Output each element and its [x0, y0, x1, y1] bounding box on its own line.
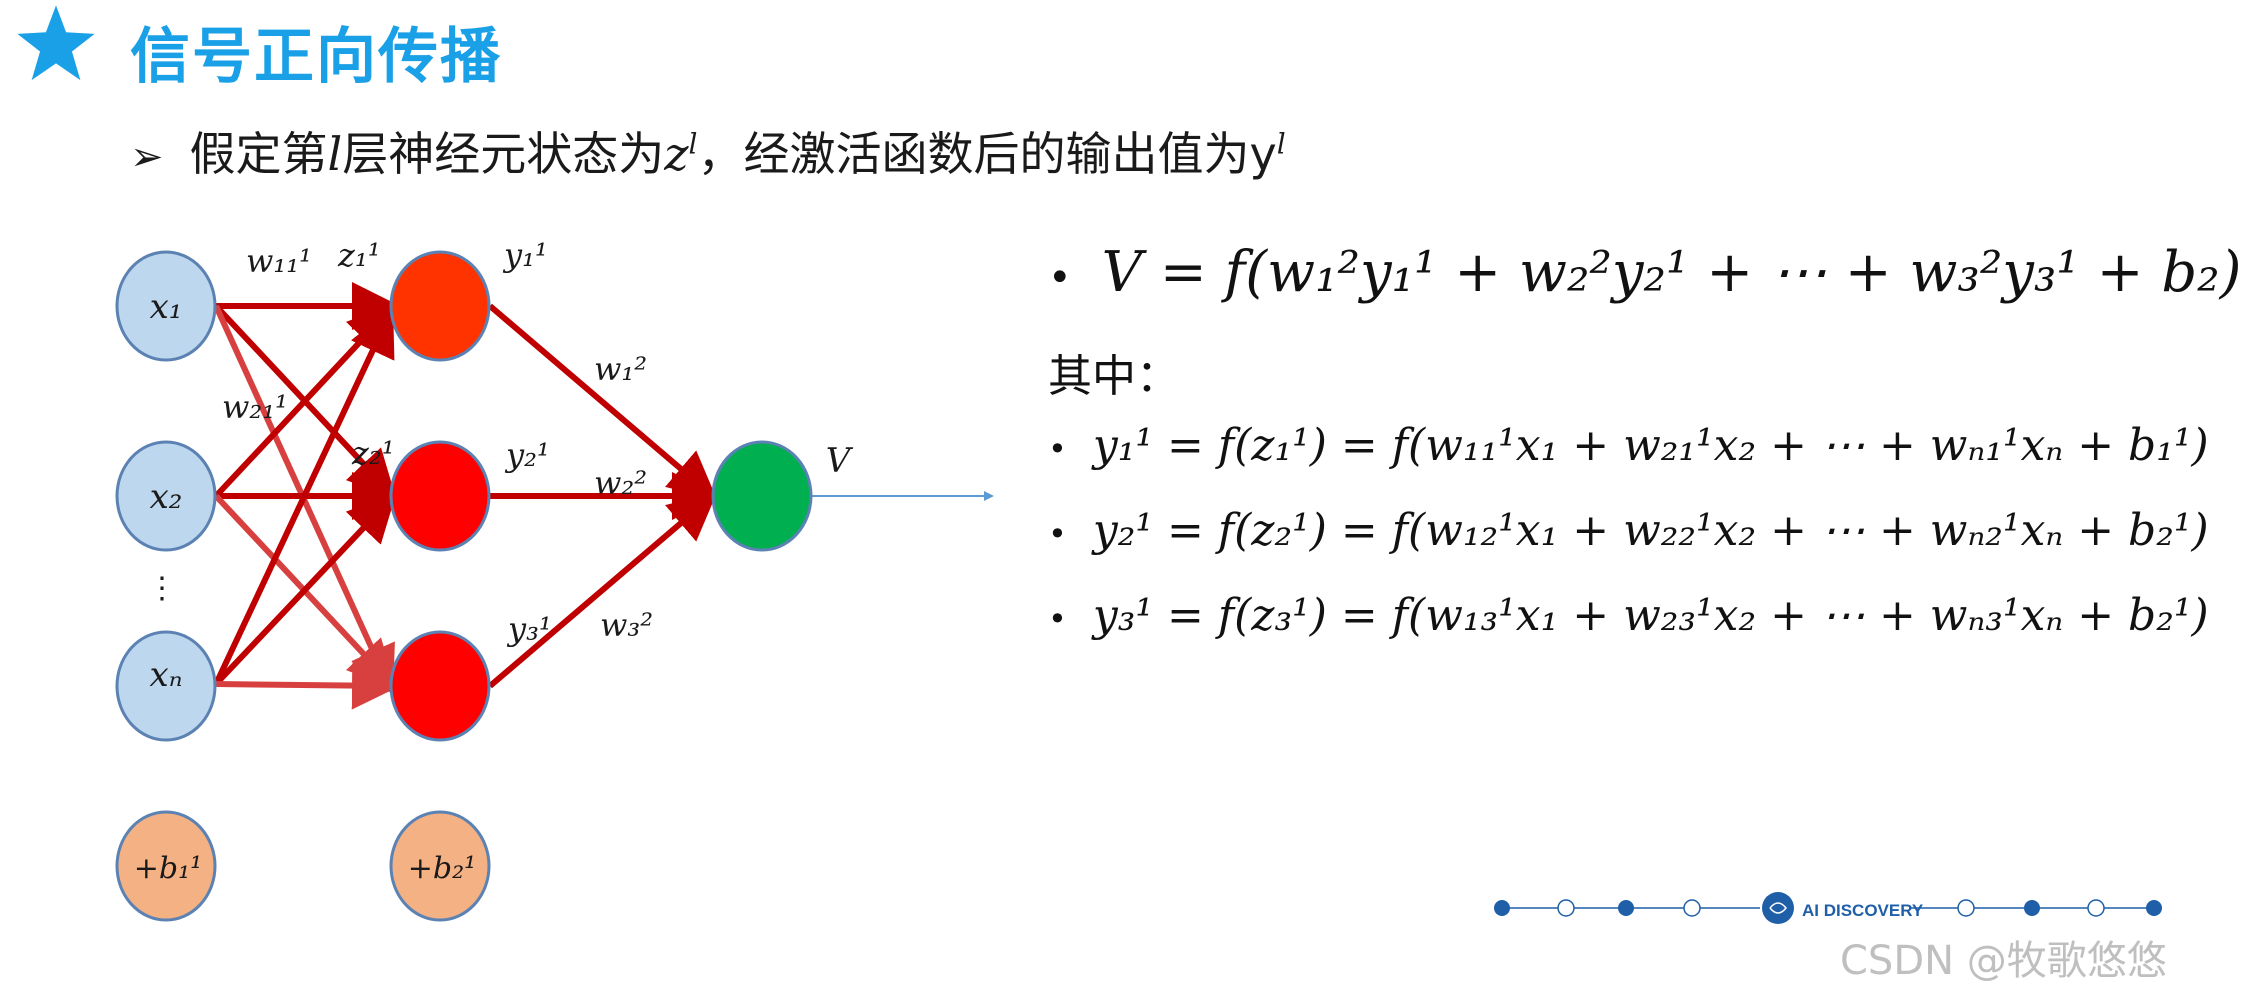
equation-y3-text: y₃¹ = f(z₃¹) = f(w₁₃¹x₁ + w₂₃¹x₂ + ⋯ + w…	[1092, 590, 2209, 641]
equation-y3: • y₃¹ = f(z₃¹) = f(w₁₃¹x₁ + w₂₃¹x₂ + ⋯ + …	[1048, 590, 2209, 641]
footer-dot	[1494, 900, 1510, 916]
footer-dot	[2024, 900, 2040, 916]
hidden-output-edges	[488, 303, 720, 689]
footer-dot	[1683, 899, 1701, 917]
label-y1: y₁¹	[502, 236, 548, 274]
edge-h3-out	[488, 492, 718, 689]
input-label-xn: xₙ	[150, 655, 183, 695]
bias-label-1: +b₁¹	[134, 851, 202, 886]
hidden-node-1	[389, 250, 491, 362]
equation-y1: • y₁¹ = f(z₁¹) = f(w₁₁¹x₁ + w₂₁¹x₂ + ⋯ + …	[1048, 420, 2209, 471]
edge-xn-h1	[213, 307, 395, 686]
hidden-node-2	[389, 440, 491, 552]
intro-text-before: 假定第	[189, 127, 328, 181]
bullet: •	[1048, 515, 1067, 553]
where-label: 其中：	[1048, 351, 1180, 402]
star-icon	[17, 5, 95, 81]
l-variable: l	[327, 127, 343, 181]
output-node	[711, 440, 813, 552]
label-y2: y₂¹	[504, 436, 550, 474]
label-z2: z₂¹	[351, 434, 395, 472]
main-equation-text: V = f(w₁²y₁¹ + w₂²y₂¹ + ⋯ + w₃²y₃¹ + b₂)	[1101, 240, 2241, 305]
y-superscript: l	[1276, 127, 1286, 161]
intro-text-after: ，经激活函数后的输出值为	[697, 127, 1250, 181]
arrow-bullet-icon: ➢	[130, 134, 164, 180]
equation-y1-text: y₁¹ = f(z₁¹) = f(w₁₁¹x₁ + w₂₁¹x₂ + ⋯ + w…	[1092, 420, 2209, 471]
bias-label-2: +b₂¹	[408, 851, 476, 886]
input-hidden-edges	[213, 282, 400, 710]
hidden-node-3	[389, 630, 491, 742]
label-y3: y₃¹	[506, 610, 552, 648]
edge-x1-h2	[213, 303, 397, 499]
equation-y2-text: y₂¹ = f(z₂¹) = f(w₁₂¹x₁ + w₂₂¹x₂ + ⋯ + w…	[1092, 505, 2209, 556]
input-node-xn: xₙ	[115, 630, 217, 742]
label-w2-2: w₂²	[594, 464, 647, 502]
label-w1-2: w₁²	[594, 350, 647, 388]
edge-h1-out	[488, 303, 718, 500]
footer-dot	[2087, 899, 2105, 917]
intro-text-mid: 层神经元状态为	[342, 127, 665, 181]
input-node-x2: x₂	[115, 440, 217, 552]
edge-xn-h2	[213, 493, 397, 687]
edge-xn-h3	[215, 661, 400, 710]
intro-line: ➢假定第l层神经元状态为zl，经激活函数后的输出值为yl	[130, 118, 1286, 184]
neural-network-diagram: x₁ x₂ ⋮ xₙ V +b₁¹ +b₂¹ w₁₁¹ z₁¹ y₁¹ w₂₁¹…	[115, 236, 994, 922]
z-superscript: l	[688, 127, 698, 161]
label-w21: w₂₁¹	[222, 388, 288, 426]
y-variable: y	[1249, 127, 1277, 181]
footer-dot	[2146, 900, 2162, 916]
footer-logo-text: AI DISCOVERY	[1802, 901, 1924, 920]
main-equation: • V = f(w₁²y₁¹ + w₂²y₂¹ + ⋯ + w₃²y₃¹ + b₂…	[1048, 240, 2241, 305]
ellipsis: ⋮	[147, 571, 177, 606]
footer-dot	[1557, 899, 1575, 917]
input-label-x1: x₁	[150, 287, 183, 327]
edge-x2-h3	[213, 493, 397, 689]
bullet: •	[1048, 255, 1072, 301]
footer-logo-icon	[1762, 892, 1794, 924]
bullet: •	[1048, 430, 1067, 468]
input-label-x2: x₂	[150, 477, 183, 517]
footer-progress-decoration: AI DISCOVERY	[1494, 892, 2162, 924]
bullet: •	[1048, 600, 1067, 638]
input-node-x1: x₁	[115, 250, 217, 362]
watermark: CSDN @牧歌悠悠	[1840, 938, 2167, 984]
z-variable: z	[664, 127, 689, 181]
label-w11: w₁₁¹	[246, 242, 312, 280]
label-w3-2: w₃²	[600, 606, 653, 644]
output-label-v: V	[826, 441, 854, 481]
equation-y2: • y₂¹ = f(z₂¹) = f(w₁₂¹x₁ + w₂₂¹x₂ + ⋯ + …	[1048, 505, 2209, 556]
footer-dot	[1957, 899, 1975, 917]
footer-dot	[1618, 900, 1634, 916]
bias-node-1: +b₁¹	[115, 810, 217, 922]
page-title: 信号正向传播	[130, 22, 502, 92]
label-z1: z₁¹	[337, 236, 381, 274]
bias-node-2: +b₂¹	[389, 810, 491, 922]
